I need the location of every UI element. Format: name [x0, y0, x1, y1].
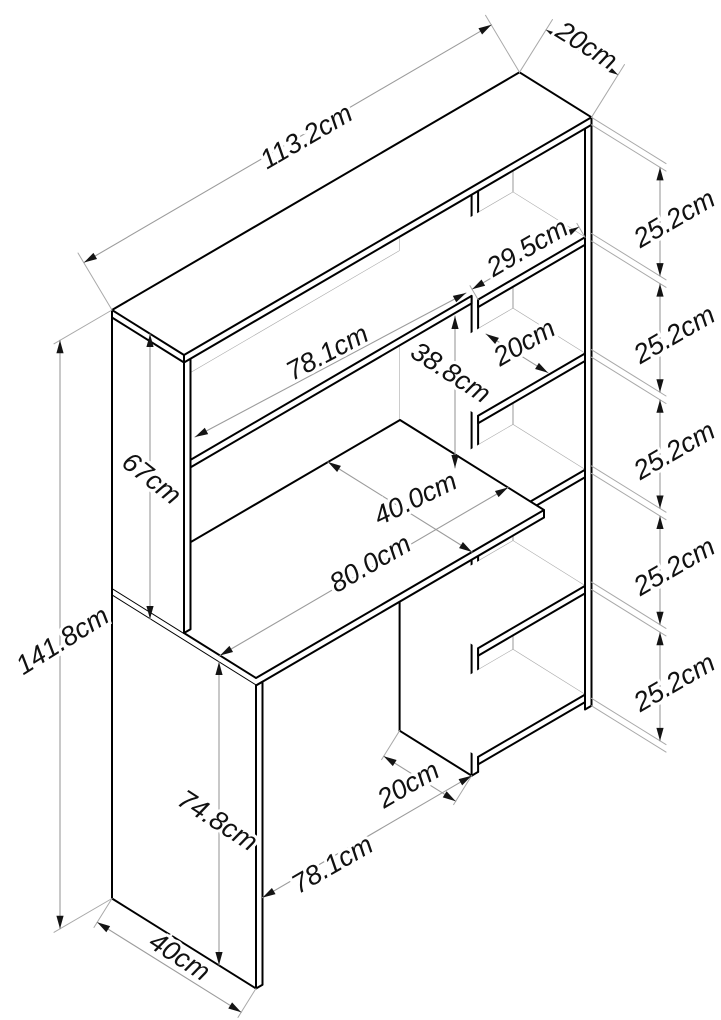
- dimension-line: [194, 292, 467, 438]
- cubby-shelf-front: [478, 353, 585, 424]
- right-panel-edges: [584, 123, 593, 711]
- dim-base-inner-width: 78.1cm: [261, 775, 473, 903]
- extension-line: [469, 222, 586, 301]
- dim-label-total-height: 141.8cm: [10, 600, 114, 680]
- cubby-shelf-edges: [477, 352, 586, 425]
- dim-label-shelf-spacing-2: 25.2cm: [628, 299, 721, 370]
- extension-line: [53, 309, 113, 933]
- extension-line: [519, 19, 625, 118]
- dimension-line: [261, 775, 473, 899]
- dimension-line: [545, 29, 619, 76]
- dim-label-shelf-spacing-5: 25.2cm: [628, 647, 721, 718]
- dim-label-top-depth: 20cm: [550, 15, 623, 76]
- cubby-shelf-top: [406, 649, 585, 757]
- dimension-line: [471, 226, 580, 290]
- dim-label-total-width: 113.2cm: [255, 98, 358, 175]
- dim-label-base-inner-width: 78.1cm: [286, 829, 378, 899]
- dimension-line: [83, 24, 493, 264]
- dimension-line: [485, 333, 549, 374]
- base-panel-front-face: [256, 681, 263, 989]
- cubby-shelf-edges: [477, 584, 586, 657]
- dim-label-support-depth: 20cm: [371, 755, 444, 814]
- dimension-line: [219, 486, 509, 657]
- hutch-left-front-face: [184, 358, 191, 633]
- extension-line: [591, 116, 667, 753]
- dimension-line: [96, 921, 242, 1013]
- cubby-shelf-edges: [477, 693, 586, 766]
- hutch-left-panel-edges: [183, 357, 192, 634]
- dim-label-shelf-spacing-1: 25.2cm: [628, 183, 721, 254]
- dim-label-shelf-spacing-3: 25.2cm: [628, 415, 721, 486]
- dim-total-height: 141.8cm: [7, 309, 117, 933]
- right-panel-front-face: [585, 124, 592, 710]
- cubby-shelf-front: [478, 694, 585, 765]
- dim-label-shelf-spacing-4: 25.2cm: [628, 531, 721, 602]
- right-side-panel: [584, 123, 593, 711]
- dim-shelf-spacings: 25.2cm 25.2cm 25.2cm 25.2cm 25.2cm: [591, 116, 721, 753]
